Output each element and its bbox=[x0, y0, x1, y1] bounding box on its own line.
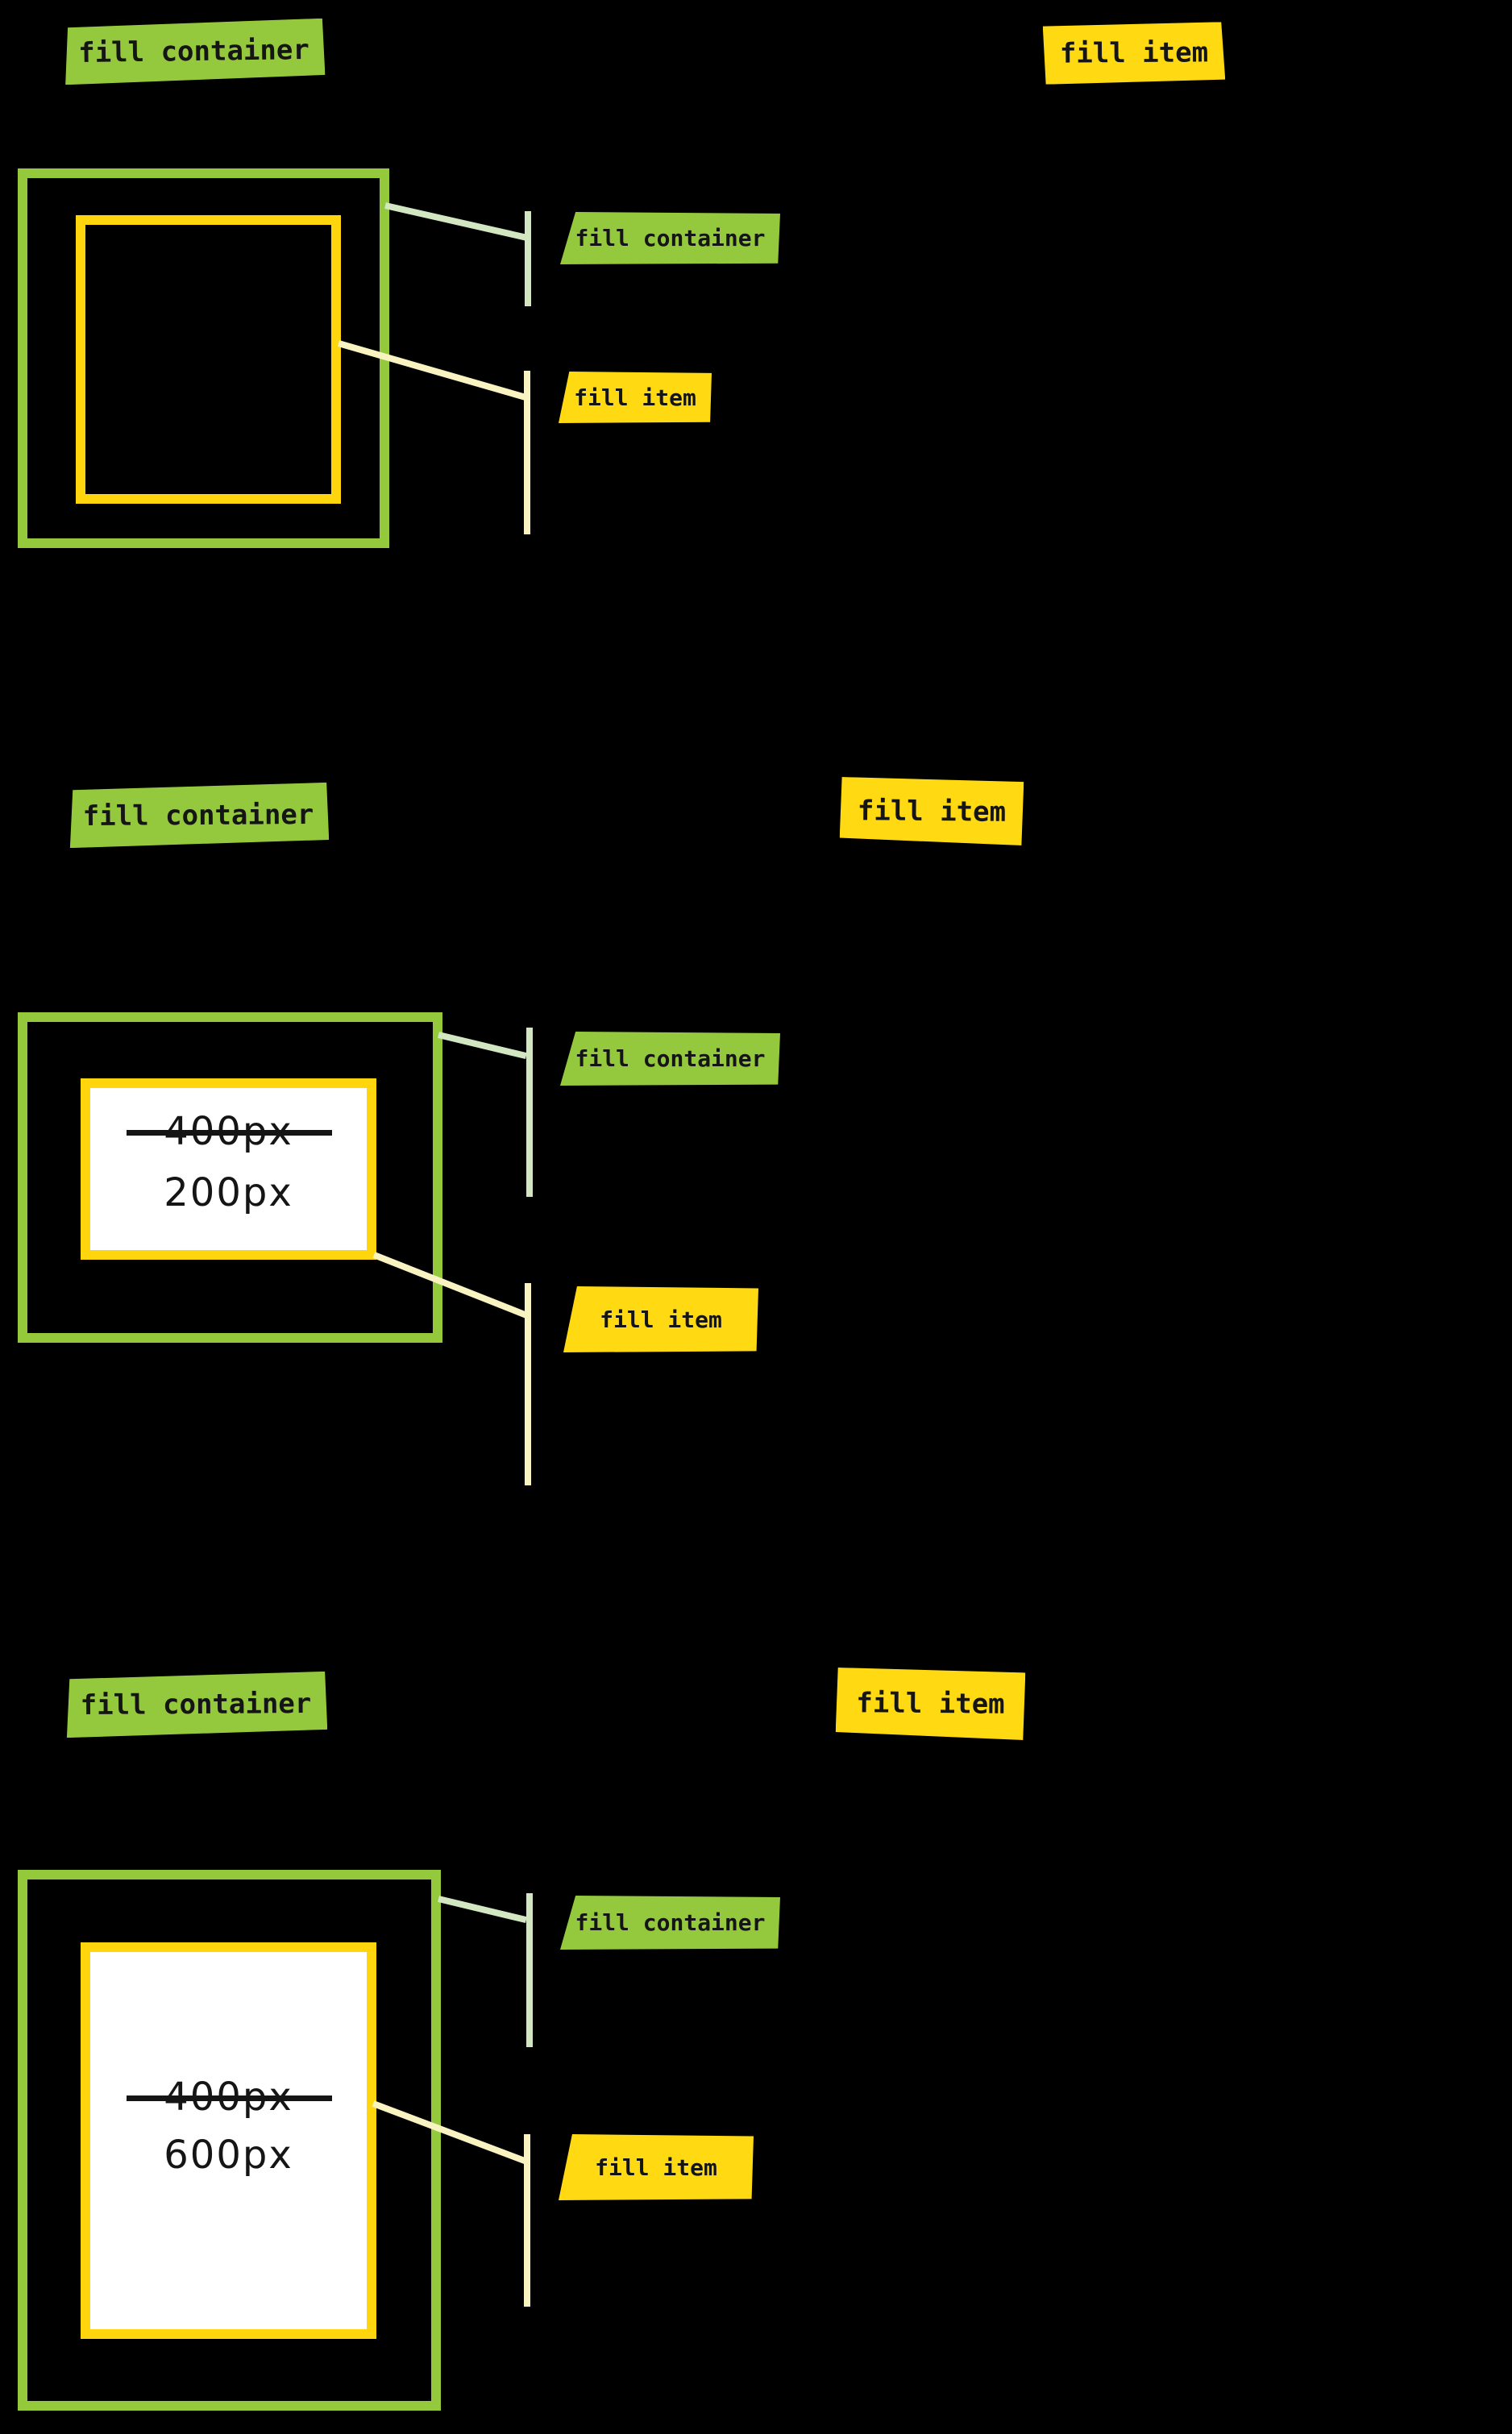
callout-diagonal-container bbox=[438, 1896, 527, 1924]
header-fill-container-tag: fill container bbox=[68, 783, 330, 848]
item-size-labels: 400px 200px bbox=[81, 1101, 376, 1223]
callout-tick-item bbox=[524, 371, 530, 534]
callout-fill-container-tag: fill container bbox=[560, 212, 780, 264]
callout-tick-container bbox=[526, 1028, 533, 1197]
size-label-new: 200px bbox=[164, 1170, 293, 1215]
callout-fill-item-tag: fill item bbox=[559, 2134, 754, 2200]
callout-fill-item-tag: fill item bbox=[563, 1286, 758, 1352]
container-box bbox=[18, 168, 389, 548]
callout-tick-container bbox=[526, 1893, 533, 2047]
callout-tick-container bbox=[525, 211, 531, 306]
container-box bbox=[18, 1012, 442, 1343]
callout-tick-item bbox=[525, 1283, 531, 1485]
header-fill-container-tag: fill container bbox=[62, 19, 325, 85]
size-label-old: 400px bbox=[127, 2068, 332, 2126]
item-size-labels: 400px 600px bbox=[81, 2068, 376, 2184]
callout-tick-item bbox=[524, 2134, 530, 2307]
container-box bbox=[18, 1870, 441, 2411]
size-label-new: 600px bbox=[164, 2133, 293, 2178]
item-box bbox=[81, 1942, 376, 2339]
callout-fill-item-tag: fill item bbox=[559, 372, 712, 423]
header-fill-container-tag: fill container bbox=[64, 1672, 328, 1738]
callout-diagonal-container bbox=[438, 1032, 527, 1060]
header-fill-item-tag: fill item bbox=[836, 1668, 1026, 1740]
callout-fill-container-tag: fill container bbox=[560, 1032, 780, 1086]
size-label-old: 400px bbox=[127, 1101, 332, 1162]
callout-fill-container-tag: fill container bbox=[560, 1896, 780, 1950]
header-fill-item-tag: fill item bbox=[1043, 22, 1226, 85]
item-box bbox=[76, 215, 341, 504]
callout-diagonal-container bbox=[384, 202, 530, 242]
item-box bbox=[81, 1078, 376, 1260]
header-fill-item-tag: fill item bbox=[840, 777, 1024, 845]
